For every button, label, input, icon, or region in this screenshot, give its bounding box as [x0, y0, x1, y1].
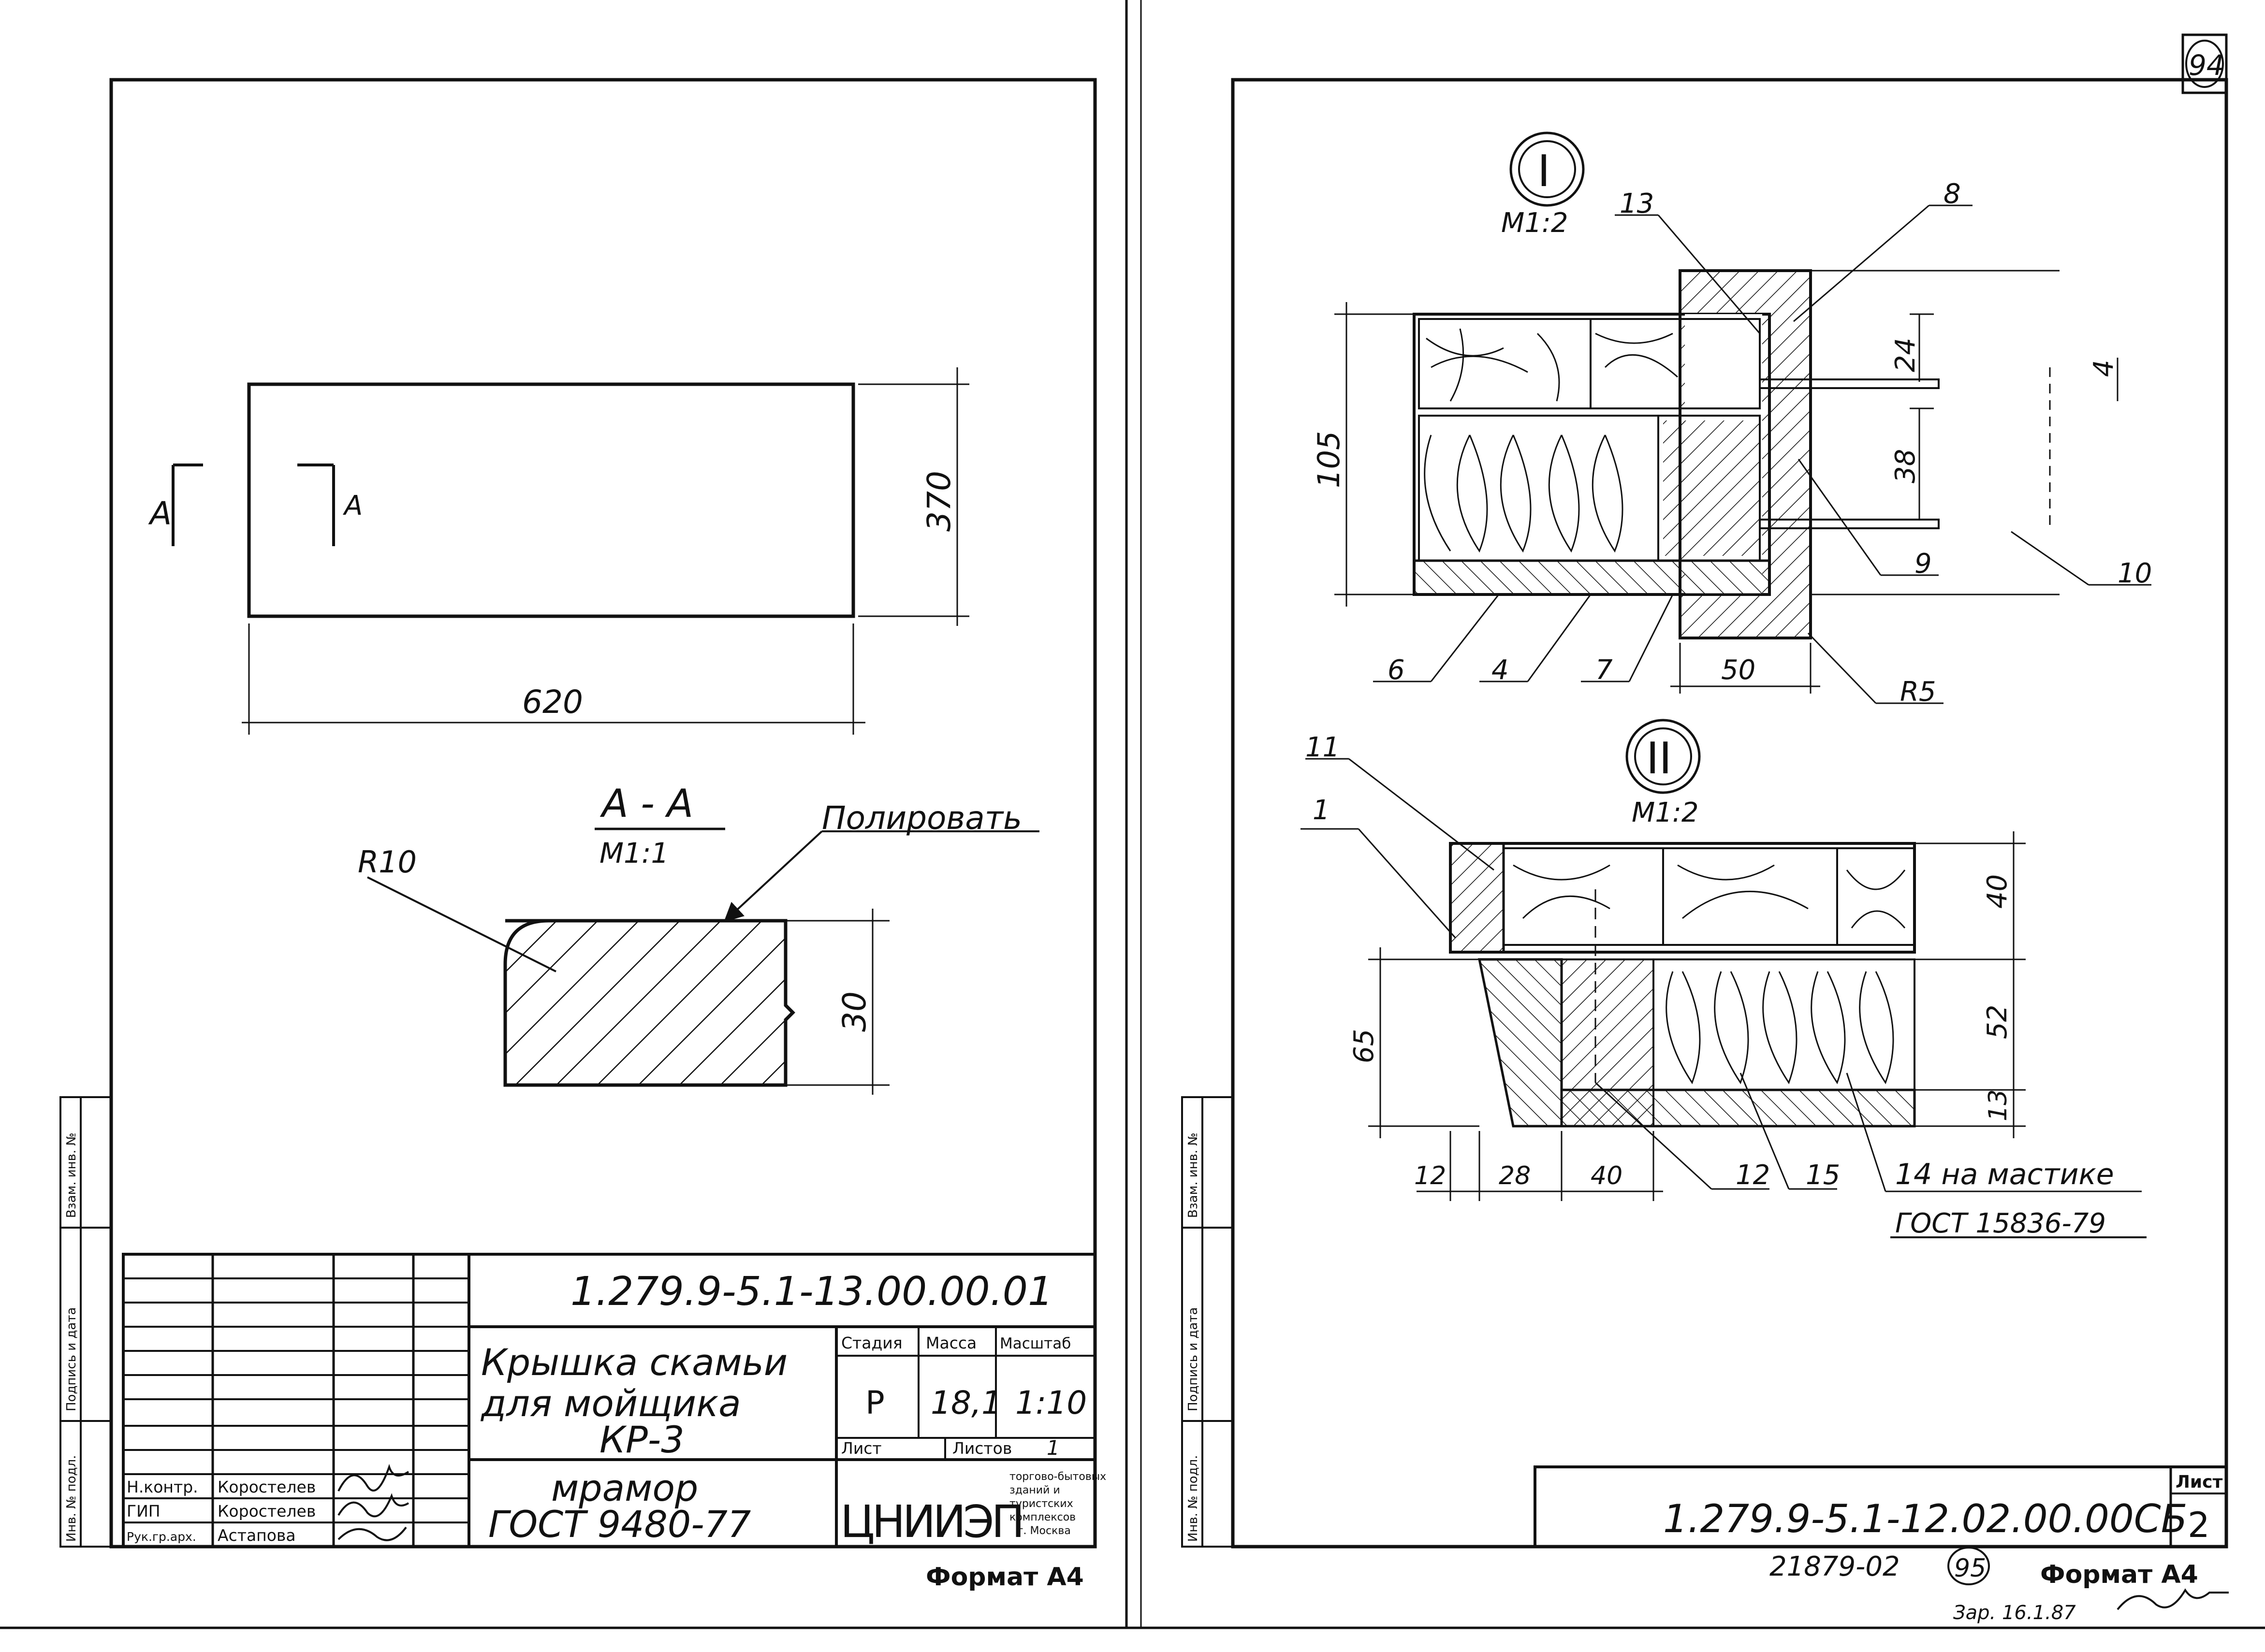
detail-2-bottom-dim: 13: [1984, 1089, 2013, 1121]
section-aa: А - А М1:1 Полировать R10 30: [358, 781, 1039, 1095]
material-line-2: ГОСТ 9480-77: [488, 1503, 751, 1546]
detail-1-scale: М1:2: [1501, 207, 1568, 239]
right-title-block: 1.279.9-5.1-12.02.00.00СБ Лист 2: [1534, 1465, 2228, 1548]
detail-1-mid-dim: 38: [1890, 449, 1921, 483]
detail-2-scale: М1:2: [1632, 797, 1698, 828]
detail-2-mid-dim: 52: [1982, 1005, 2013, 1039]
stamp-inv-original: Инв. № подл.: [64, 1455, 79, 1542]
section-scale: М1:1: [599, 837, 669, 869]
callout-4: 4: [1491, 654, 1509, 686]
plan-height-dim: 370: [921, 471, 958, 532]
org-text-4: комплексов: [1009, 1511, 1076, 1523]
role-norm-control: Н.контр.: [127, 1478, 198, 1496]
stamp-signature-date: Подпись и дата: [64, 1307, 79, 1411]
header-sheets: Листов: [952, 1439, 1012, 1458]
detail-1-gap-dim: 4: [2088, 360, 2119, 377]
detail-2-note: 14 на мастике: [1895, 1158, 2114, 1191]
right-sheet-number: 2: [2188, 1505, 2210, 1545]
detail-2: II М1:2 40 52 13: [1301, 719, 2147, 1239]
detail-1-total-dim: 105: [1311, 431, 1346, 488]
detail-2-note-std: ГОСТ 15836-79: [1895, 1208, 2106, 1239]
header-stage: Стадия: [841, 1333, 903, 1352]
left-title-block: Н.контр. ГИП Рук.гр.арх. Коростелев Коро…: [122, 1253, 1106, 1548]
detail-2-marker: II: [1646, 733, 1672, 784]
callout-9: 9: [1914, 548, 1932, 580]
section-thickness-dim: 30: [836, 991, 873, 1032]
detail-2-w2-dim: 28: [1499, 1161, 1531, 1190]
right-format-label: Формат А4: [2040, 1560, 2198, 1589]
radius-label: R10: [358, 844, 417, 880]
role-chief-engineer: ГИП: [127, 1502, 161, 1521]
role-group-head: Рук.гр.арх.: [127, 1530, 196, 1544]
plate-outline: [247, 382, 855, 618]
value-scale: 1:10: [1015, 1384, 1087, 1421]
org-text-5: г. Москва: [1018, 1525, 1071, 1537]
detail-2-top-dim: 40: [1982, 874, 2013, 909]
callout-r5: R5: [1900, 676, 1936, 708]
org-logo: ЦНИИЭП: [840, 1496, 1022, 1548]
detail-2-total-dim: 65: [1348, 1029, 1380, 1063]
signature: [2117, 1588, 2229, 1610]
header-scale: Масштаб: [1000, 1335, 1071, 1352]
signature: [337, 1464, 409, 1492]
value-mass: 18,1: [931, 1384, 1002, 1421]
detail-1-top-dim: 24: [1890, 338, 1921, 372]
stone-section: [503, 919, 795, 1087]
stamp-replace-inv: Взам. инв. №: [64, 1132, 79, 1218]
detail-1-width-dim: 50: [1721, 654, 1755, 686]
signature: [337, 1493, 409, 1518]
callout-10: 10: [2118, 558, 2152, 589]
drawing-code: 1.279.9-5.1-13.00.00.01: [570, 1269, 1053, 1315]
callout-7: 7: [1595, 654, 1613, 686]
callout-6: 6: [1388, 654, 1405, 686]
org-text-1: торгово-бытовых: [1009, 1471, 1106, 1483]
section-mark-right: А: [343, 490, 363, 522]
value-stage: Р: [865, 1384, 885, 1421]
left-sheet: А А 620 370 А - А М1:1 Полировать R10: [59, 78, 1106, 1592]
callout-11: 11: [1305, 732, 1340, 763]
name-chief-engineer: Коростелев: [218, 1502, 316, 1521]
page-number: 94: [2189, 49, 2224, 82]
callout-15: 15: [1806, 1159, 1840, 1191]
org-text-2: зданий и: [1009, 1484, 1060, 1496]
callout-13: 13: [1620, 188, 1654, 219]
name-norm-control: Коростелев: [218, 1478, 316, 1496]
callout-1: 1: [1313, 795, 1330, 826]
item-name-line-3: КР-3: [599, 1418, 685, 1461]
detail-2-w3-dim: 40: [1591, 1161, 1622, 1190]
stamp-replace-inv: Взам. инв. №: [1186, 1132, 1200, 1218]
header-sheet: Лист: [841, 1439, 882, 1458]
value-sheets: 1: [1047, 1436, 1060, 1460]
signature: [337, 1526, 407, 1541]
stamp-signature-date: Подпись и дата: [1186, 1307, 1200, 1411]
plan-width-dim: 620: [522, 683, 583, 721]
left-side-stamp: Взам. инв. № Подпись и дата Инв. № подл.: [59, 1096, 112, 1548]
right-drawing-code: 1.279.9-5.1-12.02.00.00СБ: [1663, 1496, 2188, 1541]
right-sheet: 94 I М1:2 105: [1181, 33, 2229, 1624]
signature-note: Зар. 16.1.87: [1953, 1602, 2076, 1624]
callout-12: 12: [1736, 1159, 1770, 1191]
right-side-stamp: Взам. инв. № Подпись и дата Инв. № подл.: [1181, 1096, 1234, 1548]
header-mass: Масса: [926, 1333, 977, 1352]
item-name-line-2: для мойщика: [480, 1382, 741, 1425]
name-group-head: Астапова: [218, 1526, 296, 1545]
stamp-inv-original: Инв. № подл.: [1186, 1455, 1200, 1542]
section-title: А - А: [599, 781, 693, 826]
plan-view: А А 620 370: [148, 367, 969, 735]
section-mark-left: А: [148, 495, 172, 532]
detail-2-w1-dim: 12: [1414, 1161, 1446, 1190]
material-line-1: мрамор: [551, 1466, 698, 1509]
archive-number: 21879-02: [1769, 1551, 1900, 1582]
left-format-label: Формат А4: [926, 1563, 1084, 1592]
callout-8: 8: [1944, 178, 1961, 210]
detail-1-marker: I: [1537, 146, 1550, 197]
next-page-number: 95: [1954, 1554, 1986, 1583]
right-sheet-label: Лист: [2176, 1472, 2222, 1492]
detail-1: I М1:2 105: [1311, 131, 2152, 708]
item-name-line-1: Крышка скамьи: [481, 1341, 788, 1384]
org-text-3: туристских: [1009, 1498, 1073, 1510]
